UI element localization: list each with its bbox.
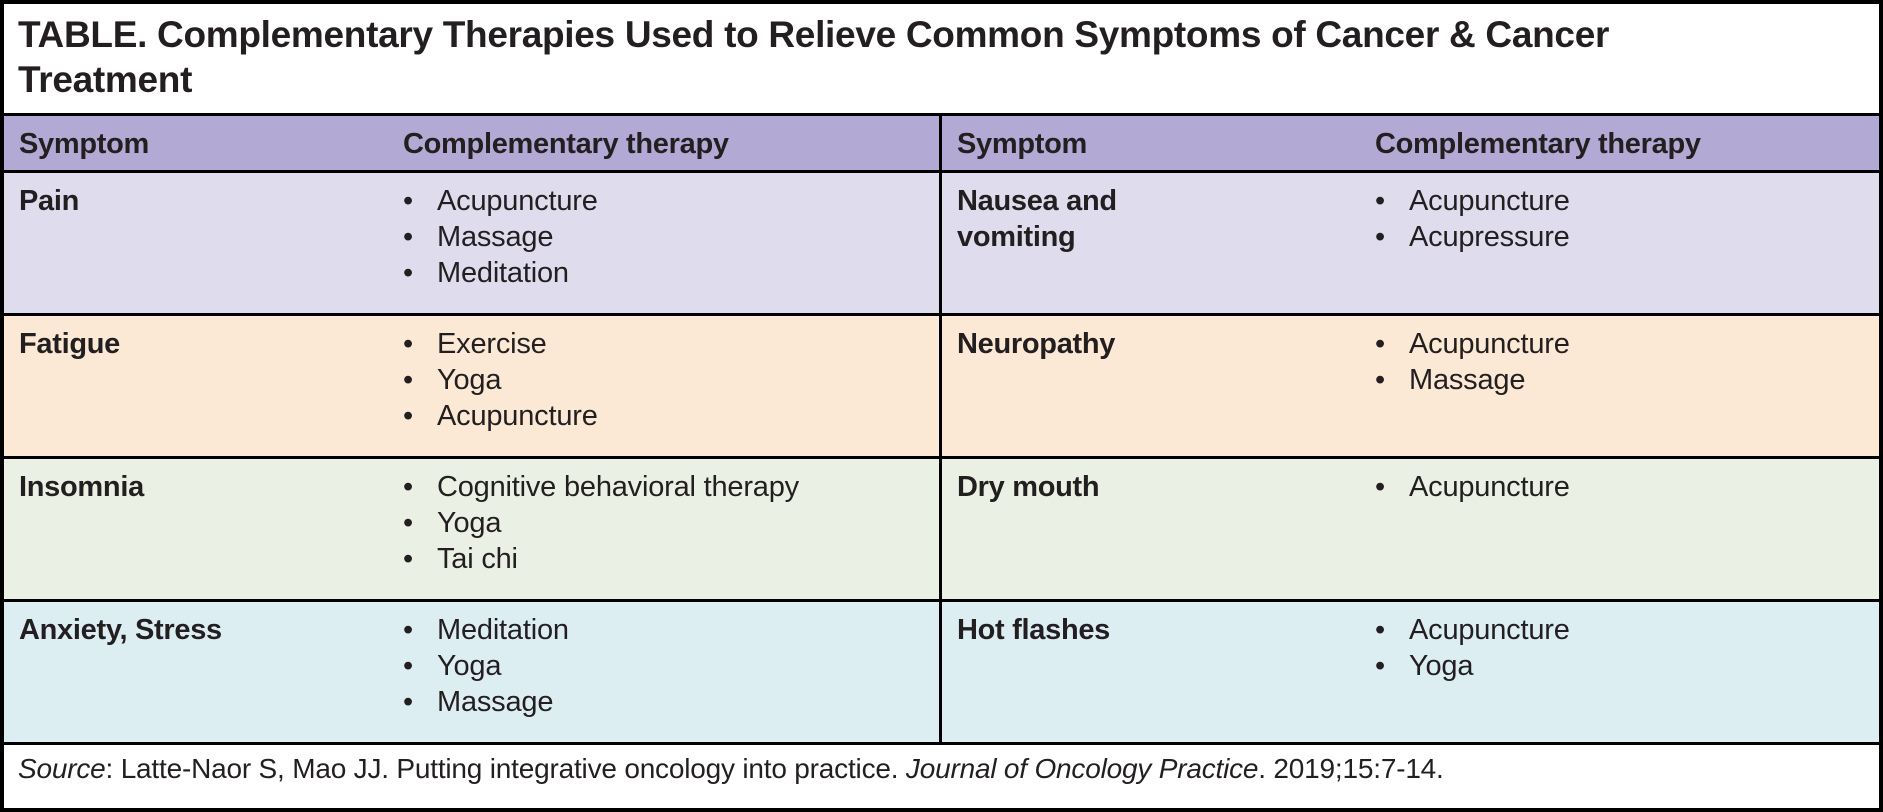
table-header-row: Symptom Complementary therapy Symptom Co…: [4, 113, 1879, 170]
therapy-item: Yoga: [1375, 648, 1873, 684]
symptom-label: Dry mouth: [957, 471, 1100, 503]
table-row-anxiety-hotflashes: Anxiety, Stress Meditation Yoga Massage …: [4, 599, 1879, 742]
therapies-for-nausea: Acupuncture Acupressure: [1375, 173, 1879, 313]
column-header-therapy-left: Complementary therapy: [403, 128, 729, 160]
therapy-item: Cognitive behavioral therapy: [403, 469, 933, 505]
symptom-fatigue: Fatigue: [4, 316, 403, 456]
symptom-label: Hot flashes: [957, 614, 1111, 646]
therapy-item: Yoga: [403, 505, 933, 541]
symptom-label: Insomnia: [19, 471, 144, 503]
symptom-label: Nausea and vomiting: [957, 185, 1117, 253]
therapy-item: Acupuncture: [1375, 612, 1873, 648]
therapy-label: Exercise: [437, 328, 547, 360]
therapy-label: Massage: [437, 686, 554, 718]
symptom-neuropathy: Neuropathy: [939, 316, 1375, 456]
therapy-label: Yoga: [1409, 650, 1474, 682]
therapy-item: Acupuncture: [1375, 469, 1873, 505]
therapy-item: Acupressure: [1375, 219, 1873, 255]
therapy-item: Acupuncture: [1375, 183, 1873, 219]
therapy-label: Acupuncture: [437, 400, 598, 432]
therapy-item: Tai chi: [403, 541, 933, 577]
therapy-label: Cognitive behavioral therapy: [437, 471, 799, 503]
therapy-item: Acupuncture: [1375, 326, 1873, 362]
therapy-item: Meditation: [403, 255, 933, 291]
source-label: Source: [18, 753, 106, 784]
therapies-for-neuropathy: Acupuncture Massage: [1375, 316, 1879, 456]
therapy-item: Acupuncture: [403, 183, 933, 219]
therapy-label: Meditation: [437, 257, 569, 289]
column-header-symptom-right: Symptom: [939, 116, 1375, 170]
symptom-pain: Pain: [4, 173, 403, 313]
therapy-label: Yoga: [437, 650, 502, 682]
therapy-label: Acupuncture: [1409, 471, 1570, 503]
therapy-label: Acupressure: [1409, 221, 1570, 253]
therapy-label: Acupuncture: [1409, 185, 1570, 217]
symptom-anxiety-stress: Anxiety, Stress: [4, 602, 403, 742]
therapies-for-hot-flashes: Acupuncture Yoga: [1375, 602, 1879, 742]
table-row-insomnia-drymouth: Insomnia Cognitive behavioral therapy Yo…: [4, 456, 1879, 599]
therapies-for-anxiety: Meditation Yoga Massage: [403, 602, 939, 742]
source-citation: Source: Latte-Naor S, Mao JJ. Putting in…: [4, 742, 1879, 791]
therapy-label: Meditation: [437, 614, 569, 646]
therapy-label: Tai chi: [437, 543, 518, 575]
source-text: : Latte-Naor S, Mao JJ. Putting integrat…: [105, 753, 906, 784]
column-header-therapy-right: Complementary therapy: [1375, 128, 1701, 160]
therapy-item: Acupuncture: [403, 398, 933, 434]
table-row-pain-nausea: Pain Acupuncture Massage Meditation Naus…: [4, 170, 1879, 313]
symptom-label: Anxiety, Stress: [19, 614, 222, 646]
therapy-item: Exercise: [403, 326, 933, 362]
therapy-item: Yoga: [403, 648, 933, 684]
symptom-insomnia: Insomnia: [4, 459, 403, 599]
source-text: . 2019;15:7-14.: [1258, 753, 1444, 784]
symptom-label: Fatigue: [19, 328, 121, 360]
symptom-label: Neuropathy: [957, 328, 1116, 360]
therapy-item: Massage: [403, 219, 933, 255]
therapy-item: Yoga: [403, 362, 933, 398]
symptom-nausea-vomiting: Nausea and vomiting: [939, 173, 1375, 313]
therapy-item: Massage: [403, 684, 933, 720]
therapy-label: Acupuncture: [1409, 328, 1570, 360]
symptom-label: Pain: [19, 185, 80, 217]
therapy-label: Massage: [1409, 364, 1526, 396]
therapies-for-insomnia: Cognitive behavioral therapy Yoga Tai ch…: [403, 459, 939, 599]
therapies-for-dry-mouth: Acupuncture: [1375, 459, 1879, 599]
symptom-hot-flashes: Hot flashes: [939, 602, 1375, 742]
therapies-for-pain: Acupuncture Massage Meditation: [403, 173, 939, 313]
therapy-label: Yoga: [437, 364, 502, 396]
therapy-label: Acupuncture: [1409, 614, 1570, 646]
therapy-item: Meditation: [403, 612, 933, 648]
symptom-dry-mouth: Dry mouth: [939, 459, 1375, 599]
therapy-label: Massage: [437, 221, 554, 253]
therapy-label: Yoga: [437, 507, 502, 539]
table-title: TABLE. Complementary Therapies Used to R…: [4, 4, 1624, 113]
therapy-item: Massage: [1375, 362, 1873, 398]
therapies-for-fatigue: Exercise Yoga Acupuncture: [403, 316, 939, 456]
column-header-symptom-left: Symptom: [19, 128, 150, 160]
therapy-label: Acupuncture: [437, 185, 598, 217]
table-row-fatigue-neuropathy: Fatigue Exercise Yoga Acupuncture Neurop…: [4, 313, 1879, 456]
journal-name: Journal of Oncology Practice: [905, 753, 1259, 784]
